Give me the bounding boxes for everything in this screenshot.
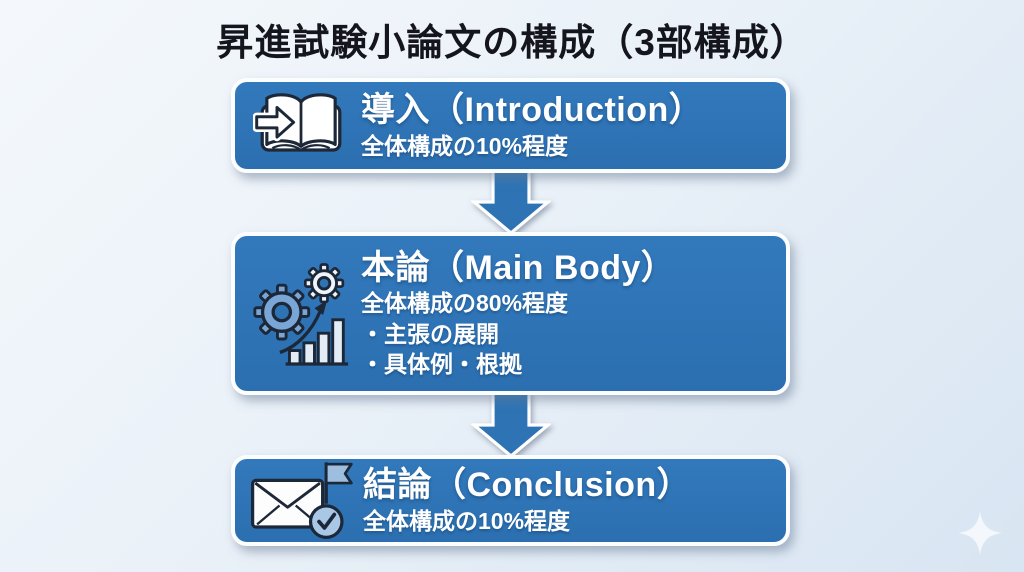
step-bullet: ・主張の展開 [361, 320, 499, 347]
step-box-conclusion: 結論（Conclusion） 全体構成の10%程度 [231, 455, 790, 546]
step-bullet: ・具体例・根拠 [361, 351, 522, 378]
step-box-introduction: 導入（Introduction） 全体構成の10%程度 [231, 78, 790, 173]
open-book-arrow-icon [249, 87, 353, 165]
gears-growth-chart-icon [249, 258, 353, 370]
step-subtitle: 全体構成の10%程度 [361, 132, 569, 159]
step-title: 本論（Main Body） [361, 248, 676, 287]
sparkle-icon [958, 511, 1002, 555]
step-title: 導入（Introduction） [361, 90, 704, 129]
open-book-arrow-svg [253, 92, 342, 152]
step-text-main-body: 本論（Main Body） 全体構成の80%程度 ・主張の展開 ・具体例・根拠 [361, 248, 772, 380]
step-text-introduction: 導入（Introduction） 全体構成の10%程度 [361, 90, 772, 161]
step-box-main-body: 本論（Main Body） 全体構成の80%程度 ・主張の展開 ・具体例・根拠 [231, 232, 790, 395]
step-text-conclusion: 結論（Conclusion） 全体構成の10%程度 [363, 465, 772, 536]
step-title: 結論（Conclusion） [363, 465, 692, 504]
page-title: 昇進試験小論文の構成（3部構成） [216, 22, 808, 63]
step-subtitle: 全体構成の10%程度 [363, 507, 571, 534]
gears-growth-chart-svg [253, 262, 349, 366]
down-arrow-icon [471, 391, 551, 459]
step-subtitle: 全体構成の80%程度 [361, 290, 569, 317]
envelope-flag-check-icon [249, 457, 355, 545]
envelope-flag-check-svg [250, 461, 353, 539]
down-arrow-icon [471, 168, 551, 236]
